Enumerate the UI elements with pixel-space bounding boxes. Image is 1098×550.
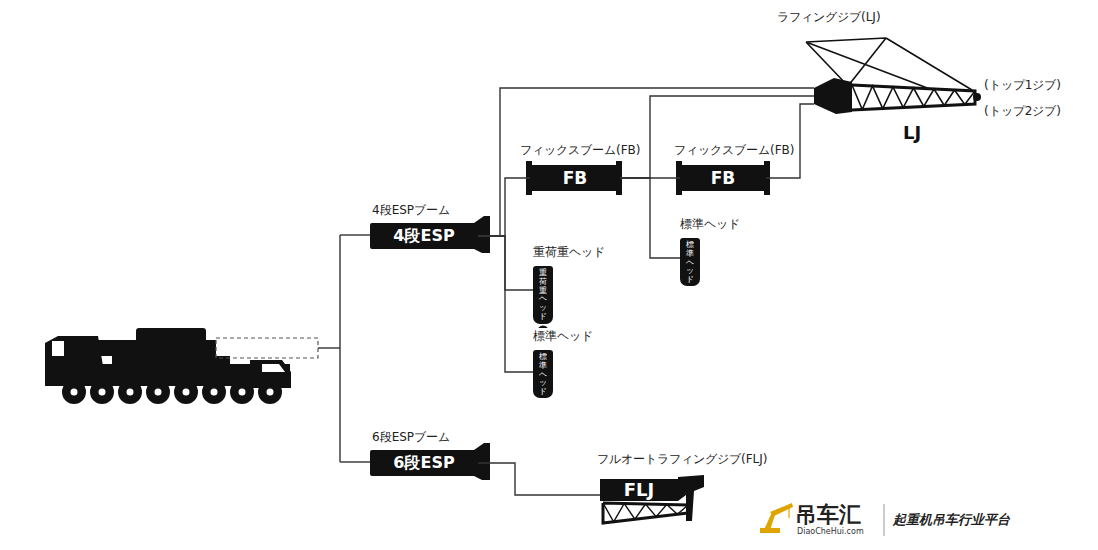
wheel — [90, 380, 114, 404]
wheel — [62, 380, 86, 404]
connector-line — [620, 178, 680, 258]
illustration-part — [884, 504, 885, 536]
wheel-hub — [211, 389, 218, 396]
watermark-name: 吊车汇 — [795, 500, 861, 530]
illustration-part — [973, 93, 981, 101]
hook-head-icon: 重荷重ヘッド重荷重ヘッド — [533, 266, 553, 324]
illustration-part — [339, 235, 340, 462]
connector-line — [766, 104, 814, 178]
vertical-label: 重荷重ヘッド — [539, 269, 547, 322]
part-label: (トップ1ジブ) — [982, 77, 1063, 93]
part-code: 6段ESP — [393, 455, 454, 471]
part-label: 標準ヘッド — [531, 328, 595, 344]
illustration-part — [318, 347, 340, 348]
wheel-hub — [127, 389, 134, 396]
boom-end-flares — [474, 216, 490, 480]
wheel — [146, 380, 170, 404]
illustration-part — [96, 340, 216, 356]
watermark-url: DiaoCheHui.com — [797, 527, 864, 536]
part-label: 6段ESPブーム — [370, 429, 452, 445]
wheel — [202, 380, 226, 404]
lattice-web — [852, 85, 975, 110]
connector-line — [478, 236, 533, 372]
boom-box: 4段ESPブーム4段ESP — [370, 223, 478, 249]
full-auto-luffing-jib-figure: フルオートラフィングジブ(FLJ)FLJ — [600, 475, 706, 525]
illustration-part — [852, 85, 975, 110]
hook-head-icon: 標準ヘッド標準ヘッド — [680, 238, 700, 286]
wheel — [174, 380, 198, 404]
wheel-hub — [99, 389, 106, 396]
part-label: 標準ヘッド — [678, 216, 742, 232]
wheel-hub — [239, 389, 246, 396]
illustration-part — [112, 354, 152, 364]
fixed-boom-box: フィックスブーム(FB)FB — [530, 165, 620, 191]
part-label: 重荷重ヘッド — [531, 244, 607, 260]
part-label: フルオートラフィングジブ(FLJ) — [595, 451, 770, 467]
part-code: FLJ — [624, 481, 654, 499]
luffing-jib-drawing — [806, 38, 981, 114]
boom-box: 6段ESPブーム6段ESP — [370, 450, 478, 476]
illustration-part — [200, 356, 230, 364]
flj-web — [603, 503, 688, 522]
connector-line — [478, 88, 814, 236]
part-label: (トップ2ジブ) — [982, 103, 1063, 119]
connector-line — [478, 463, 600, 495]
wheel — [230, 380, 254, 404]
illustration-part — [340, 234, 372, 235]
part-label: ラフィングジブ(LJ) — [775, 9, 883, 25]
flj-body — [600, 479, 678, 501]
part-code: FB — [563, 170, 588, 187]
part-code: FB — [711, 170, 736, 187]
part-label: フィックスブーム(FB) — [672, 142, 797, 158]
illustration-part — [806, 38, 972, 90]
flj-truss — [603, 503, 688, 523]
wheel-hub — [267, 389, 274, 396]
vertical-label: 標準ヘッド — [539, 353, 547, 397]
wheel-hub — [155, 389, 162, 396]
crane-wheels — [62, 380, 282, 404]
part-label: フィックスブーム(FB) — [518, 142, 643, 158]
part-code: LJ — [900, 122, 924, 144]
vertical-label: 標準ヘッド — [686, 241, 694, 285]
hook-head-icon: 標準ヘッド標準ヘッド — [533, 350, 553, 398]
illustration-part — [340, 461, 372, 462]
connector-line — [478, 178, 530, 236]
luffing-jib-figure: ラフィングジブ(LJ)LJ(トップ1ジブ)(トップ2ジブ) — [814, 30, 1064, 135]
illustration-part — [788, 506, 789, 518]
wheel-hub — [183, 389, 190, 396]
wheel — [118, 380, 142, 404]
trunk-lines — [318, 235, 372, 462]
illustration-part — [760, 528, 780, 533]
wheel-hub — [71, 389, 78, 396]
part-code: 4段ESP — [393, 228, 454, 244]
illustration-part — [852, 85, 975, 110]
illustration-part — [262, 364, 285, 372]
watermark-slogan: 起重机吊车行业平台 — [893, 511, 1010, 529]
fixed-boom-box: フィックスブーム(FB)FB — [680, 165, 766, 191]
part-label: 4段ESPブーム — [370, 202, 452, 218]
wheel — [258, 380, 282, 404]
illustration-part — [52, 341, 64, 356]
boom-extension-outline — [216, 338, 318, 358]
